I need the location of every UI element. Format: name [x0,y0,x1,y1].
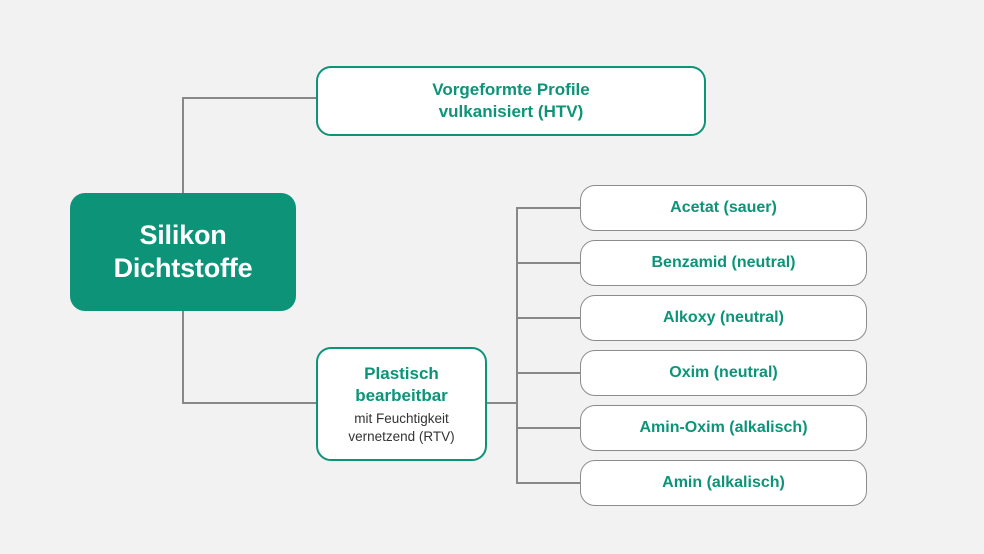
node-branch-preformed-line2: vulkanisiert (HTV) [438,102,584,121]
node-branch-preformed-line1: Vorgeformte Profile [432,79,590,99]
node-branch-plastic-title: Plastisch bearbeitbar [355,363,448,407]
node-leaf-amin-oxim[interactable]: Amin-Oxim (alkalisch) [580,405,867,451]
node-branch-plastic-subtitle-line1: mit Feuchtigkeit [354,411,449,427]
node-leaf-oxim[interactable]: Oxim (neutral) [580,350,867,396]
node-leaf-acetat[interactable]: Acetat (sauer) [580,185,867,231]
node-leaf-oxim-label: Oxim (neutral) [669,364,778,382]
node-branch-plastic-line1: Plastisch [364,363,439,383]
node-leaf-acetat-label: Acetat (sauer) [670,199,777,217]
node-root-title-line1: Silikon [139,220,227,251]
node-leaf-amin-label: Amin (alkalisch) [662,474,785,492]
node-leaf-amin-oxim-label: Amin-Oxim (alkalisch) [639,419,808,437]
node-leaf-benzamid-label: Benzamid (neutral) [651,254,796,272]
node-leaf-benzamid[interactable]: Benzamid (neutral) [580,240,867,286]
node-leaf-alkoxy-label: Alkoxy (neutral) [663,309,784,327]
node-branch-preformed-title: Vorgeformte Profile vulkanisiert (HTV) [432,79,589,123]
node-leaf-alkoxy[interactable]: Alkoxy (neutral) [580,295,867,341]
node-root[interactable]: Silikon Dichtstoffe [70,193,296,311]
node-branch-plastic-subtitle: mit Feuchtigkeit vernetzend (RTV) [348,410,454,445]
node-branch-plastic-subtitle-line2: vernetzend (RTV) [348,428,455,444]
node-branch-plastic[interactable]: Plastisch bearbeitbar mit Feuchtigkeit v… [316,347,487,461]
node-leaf-amin[interactable]: Amin (alkalisch) [580,460,867,506]
node-branch-plastic-line2: bearbeitbar [355,385,448,405]
node-branch-preformed[interactable]: Vorgeformte Profile vulkanisiert (HTV) [316,66,706,136]
node-root-title: Silikon Dichtstoffe [114,219,253,285]
node-root-title-line2: Dichtstoffe [113,253,253,283]
